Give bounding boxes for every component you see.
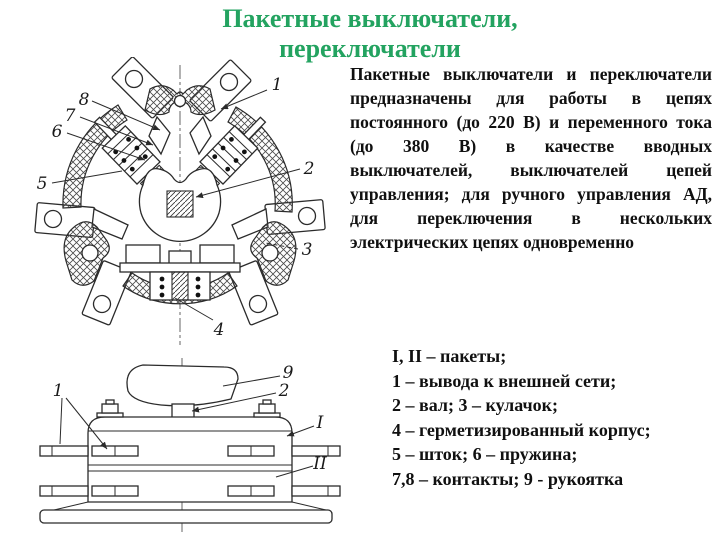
title-line-2: переключатели <box>279 34 461 63</box>
title-line-1: Пакетные выключатели, <box>222 4 518 33</box>
legend-list: I, II – пакеты; 1 – вывода к внешней сет… <box>392 344 712 491</box>
label-2: 2 <box>303 159 315 179</box>
label-7: 7 <box>65 106 76 126</box>
label-packet-II: II <box>312 454 327 474</box>
legend-line: 4 – герметизированный корпус; <box>392 419 651 440</box>
leader-lines <box>59 375 315 478</box>
page-title: Пакетные выключатели, переключатели <box>80 4 660 64</box>
legend-line: 7,8 – контакты; 9 - рукоятка <box>392 468 624 489</box>
label-5: 5 <box>37 174 48 194</box>
label-8: 8 <box>79 90 90 110</box>
legend-line: 2 – вал; 3 – кулачок; <box>392 395 559 415</box>
label-3: 3 <box>302 240 313 260</box>
bottom-contact-stack <box>119 244 241 301</box>
diagram-side-view: 1 9 2 I II <box>39 358 341 532</box>
leader-lines <box>51 89 301 321</box>
legend-line: 1 – вывода к внешней сети; <box>392 370 617 391</box>
cam-and-shaft <box>138 167 222 242</box>
label-6: 6 <box>52 122 63 142</box>
label-packet-I: I <box>316 413 324 433</box>
legend-line: I, II – пакеты; <box>392 346 507 366</box>
label-4: 4 <box>213 320 225 340</box>
legend-line: 5 – шток; 6 – пружина; <box>392 444 578 464</box>
label-2: 2 <box>278 381 290 401</box>
label-1: 1 <box>53 381 64 401</box>
terminals <box>39 445 341 497</box>
handle <box>126 364 239 407</box>
diagram-cross-section: 1 8 7 6 5 2 3 4 <box>34 57 326 345</box>
label-1: 1 <box>272 75 283 95</box>
base-plate <box>39 501 333 524</box>
label-9: 9 <box>283 363 294 383</box>
description-paragraph: Пакетные выключатели и переключатели пре… <box>350 64 712 252</box>
